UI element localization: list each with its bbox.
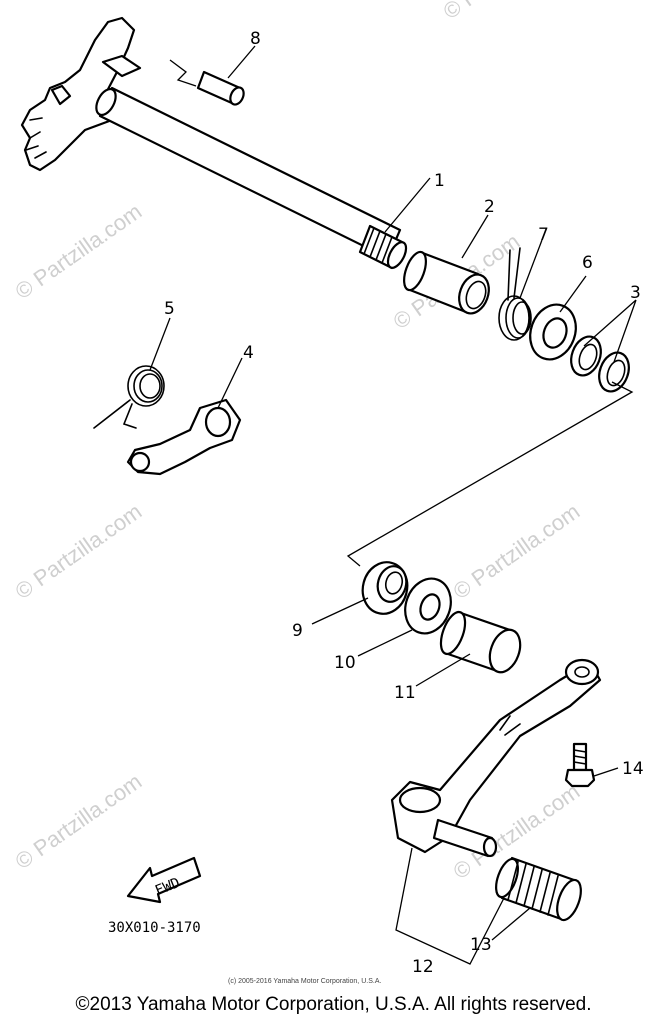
- watermark: © Partzilla.com: [439, 0, 575, 24]
- callout-6: 6: [582, 253, 593, 273]
- part-washer: [529, 303, 577, 361]
- watermark: © Partzilla.com: [11, 199, 147, 305]
- callout-9: 9: [292, 621, 303, 641]
- callout-12: 12: [412, 957, 434, 977]
- watermark: © Partzilla.com: [11, 499, 147, 605]
- callout-10: 10: [334, 653, 356, 673]
- part-bolt: [564, 742, 596, 788]
- part-shift-pedal: [390, 658, 602, 858]
- part-washer-10: [404, 577, 452, 635]
- fwd-arrow: FWD: [126, 856, 202, 904]
- watermark: © Partzilla.com: [11, 769, 147, 875]
- part-circlips: [570, 335, 630, 393]
- pedal-bracket: [395, 847, 505, 965]
- part-collar-11: [439, 610, 522, 674]
- diagram-code: 30X010-3170: [108, 920, 201, 936]
- part-pedal-rubber: [495, 856, 582, 922]
- assembly-bracket: [346, 381, 634, 567]
- callout-7: 7: [538, 225, 549, 245]
- callout-5: 5: [164, 299, 175, 319]
- callout-3: 3: [630, 283, 641, 303]
- part-collar: [403, 250, 490, 315]
- part-oil-seal: [361, 561, 409, 615]
- part-spring: [93, 365, 165, 429]
- part-shift-shaft: [20, 16, 408, 270]
- callout-4: 4: [243, 343, 254, 363]
- leader-lines: [149, 45, 637, 941]
- callout-8: 8: [250, 29, 261, 49]
- callouts: 1 2 3 4 5 6 7 8 9 10 11 12 13 14: [164, 29, 644, 977]
- watermark: © Partzilla.com: [449, 499, 585, 605]
- footer-copyright: ©2013 Yamaha Motor Corporation, U.S.A. A…: [75, 994, 592, 1015]
- part-stopper-lever: [126, 398, 242, 476]
- part-pin: [169, 59, 245, 106]
- callout-11: 11: [394, 683, 416, 703]
- callout-13: 13: [470, 935, 492, 955]
- callout-1: 1: [434, 171, 445, 191]
- callout-2: 2: [484, 197, 495, 217]
- inner-copyright: (c) 2005-2016 Yamaha Motor Corporation, …: [228, 978, 381, 985]
- part-return-spring: [498, 247, 532, 341]
- callout-14: 14: [622, 759, 644, 779]
